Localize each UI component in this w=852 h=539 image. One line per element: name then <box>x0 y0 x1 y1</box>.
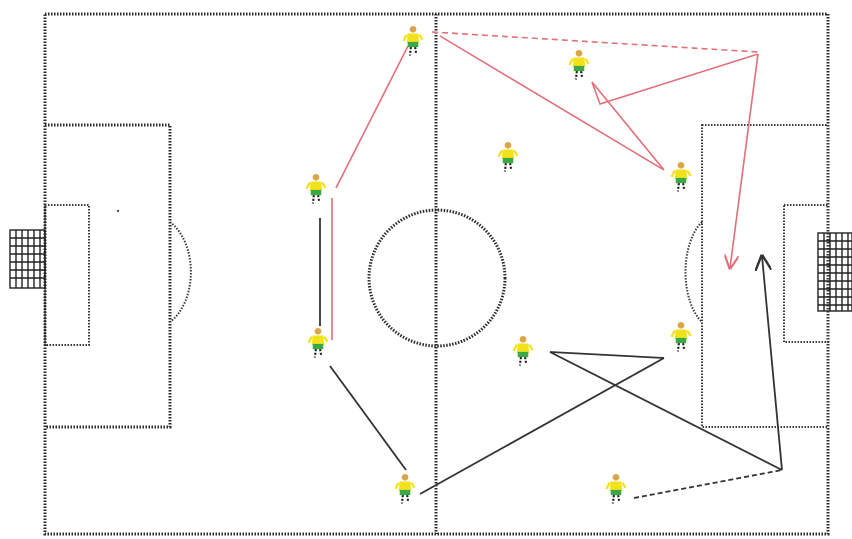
right-penalty-arc <box>686 222 702 322</box>
player <box>607 474 626 504</box>
left-penalty-arc <box>170 222 191 322</box>
player <box>672 162 691 192</box>
black-pass-3 <box>420 358 664 494</box>
left-penalty-spot <box>117 210 119 212</box>
left-goal-net <box>10 230 45 288</box>
player <box>309 328 328 358</box>
player <box>570 50 589 80</box>
red-dashed-run <box>432 32 758 52</box>
player <box>672 322 691 352</box>
black-pass-5 <box>550 352 782 470</box>
left-penalty-area <box>45 125 170 427</box>
red-pass-3 <box>440 36 664 170</box>
red-movements <box>332 32 758 340</box>
right-penalty-area <box>702 125 828 427</box>
black-pass-4 <box>550 352 664 358</box>
red-pass-2 <box>336 46 408 188</box>
player <box>307 174 326 204</box>
black-pass-2 <box>330 366 406 470</box>
black-pass-to-goal <box>762 256 782 470</box>
player <box>396 474 415 504</box>
field <box>45 14 828 534</box>
player <box>514 336 533 366</box>
players <box>307 26 691 504</box>
player <box>404 26 423 56</box>
player <box>499 142 518 172</box>
right-goal-net <box>818 233 852 311</box>
left-goal-area <box>45 205 89 345</box>
red-pass-to-goal <box>730 54 758 268</box>
black-dashed-run <box>634 470 782 498</box>
red-pass-4 <box>592 54 758 170</box>
black-movements <box>320 218 782 498</box>
